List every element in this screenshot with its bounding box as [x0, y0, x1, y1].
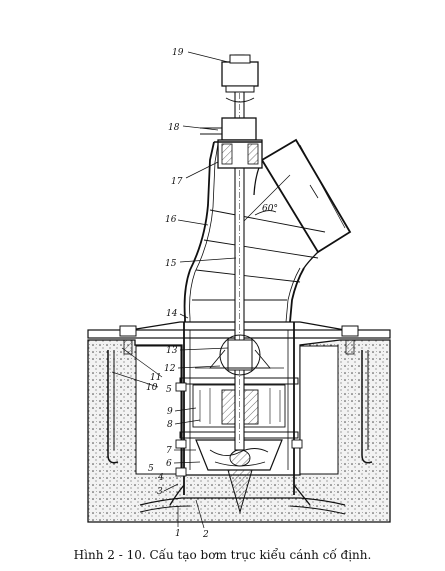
part-label-11: 11: [150, 373, 161, 383]
part-label-5-lower: 5: [148, 464, 154, 474]
leader-lines: [111, 51, 237, 529]
part-label-8: 8: [167, 420, 173, 430]
part-label-9: 9: [167, 407, 173, 417]
part-label-4: 4: [157, 473, 164, 483]
part-label-15: 15: [165, 259, 177, 269]
part-label-14: 14: [166, 309, 178, 319]
part-label-13: 13: [166, 346, 178, 356]
part-label-2: 2: [202, 530, 209, 540]
figure-caption: Hình 2 - 10. Cấu tạo bơm trục kiểu cánh …: [73, 548, 372, 562]
angle-label: 60°: [262, 204, 278, 214]
part-labels: 19 18 17 16 15 14 13 12 11 10 5 9 8 7 6 …: [146, 48, 209, 540]
part-label-6: 6: [166, 459, 172, 469]
part-label-17: 17: [171, 177, 183, 187]
discharge-elbow: 60°: [239, 138, 352, 269]
part-label-7: 7: [166, 446, 172, 456]
shaft-coupling: [221, 54, 259, 103]
gland-housing: [200, 117, 263, 169]
part-label-19: 19: [172, 48, 184, 58]
part-label-3: 3: [157, 487, 163, 497]
part-label-16: 16: [165, 215, 177, 225]
pump-cross-section-drawing: 60°: [87, 48, 391, 540]
part-label-10: 10: [146, 383, 158, 393]
concrete-foundation: [87, 339, 391, 523]
pump-casing: [183, 141, 326, 323]
part-label-5-upper: 5: [166, 385, 172, 395]
pump-shaft: [234, 54, 245, 451]
part-label-1: 1: [175, 529, 181, 539]
intermediate-bearing: [195, 334, 284, 376]
part-label-18: 18: [168, 123, 180, 133]
part-label-12: 12: [164, 364, 176, 374]
